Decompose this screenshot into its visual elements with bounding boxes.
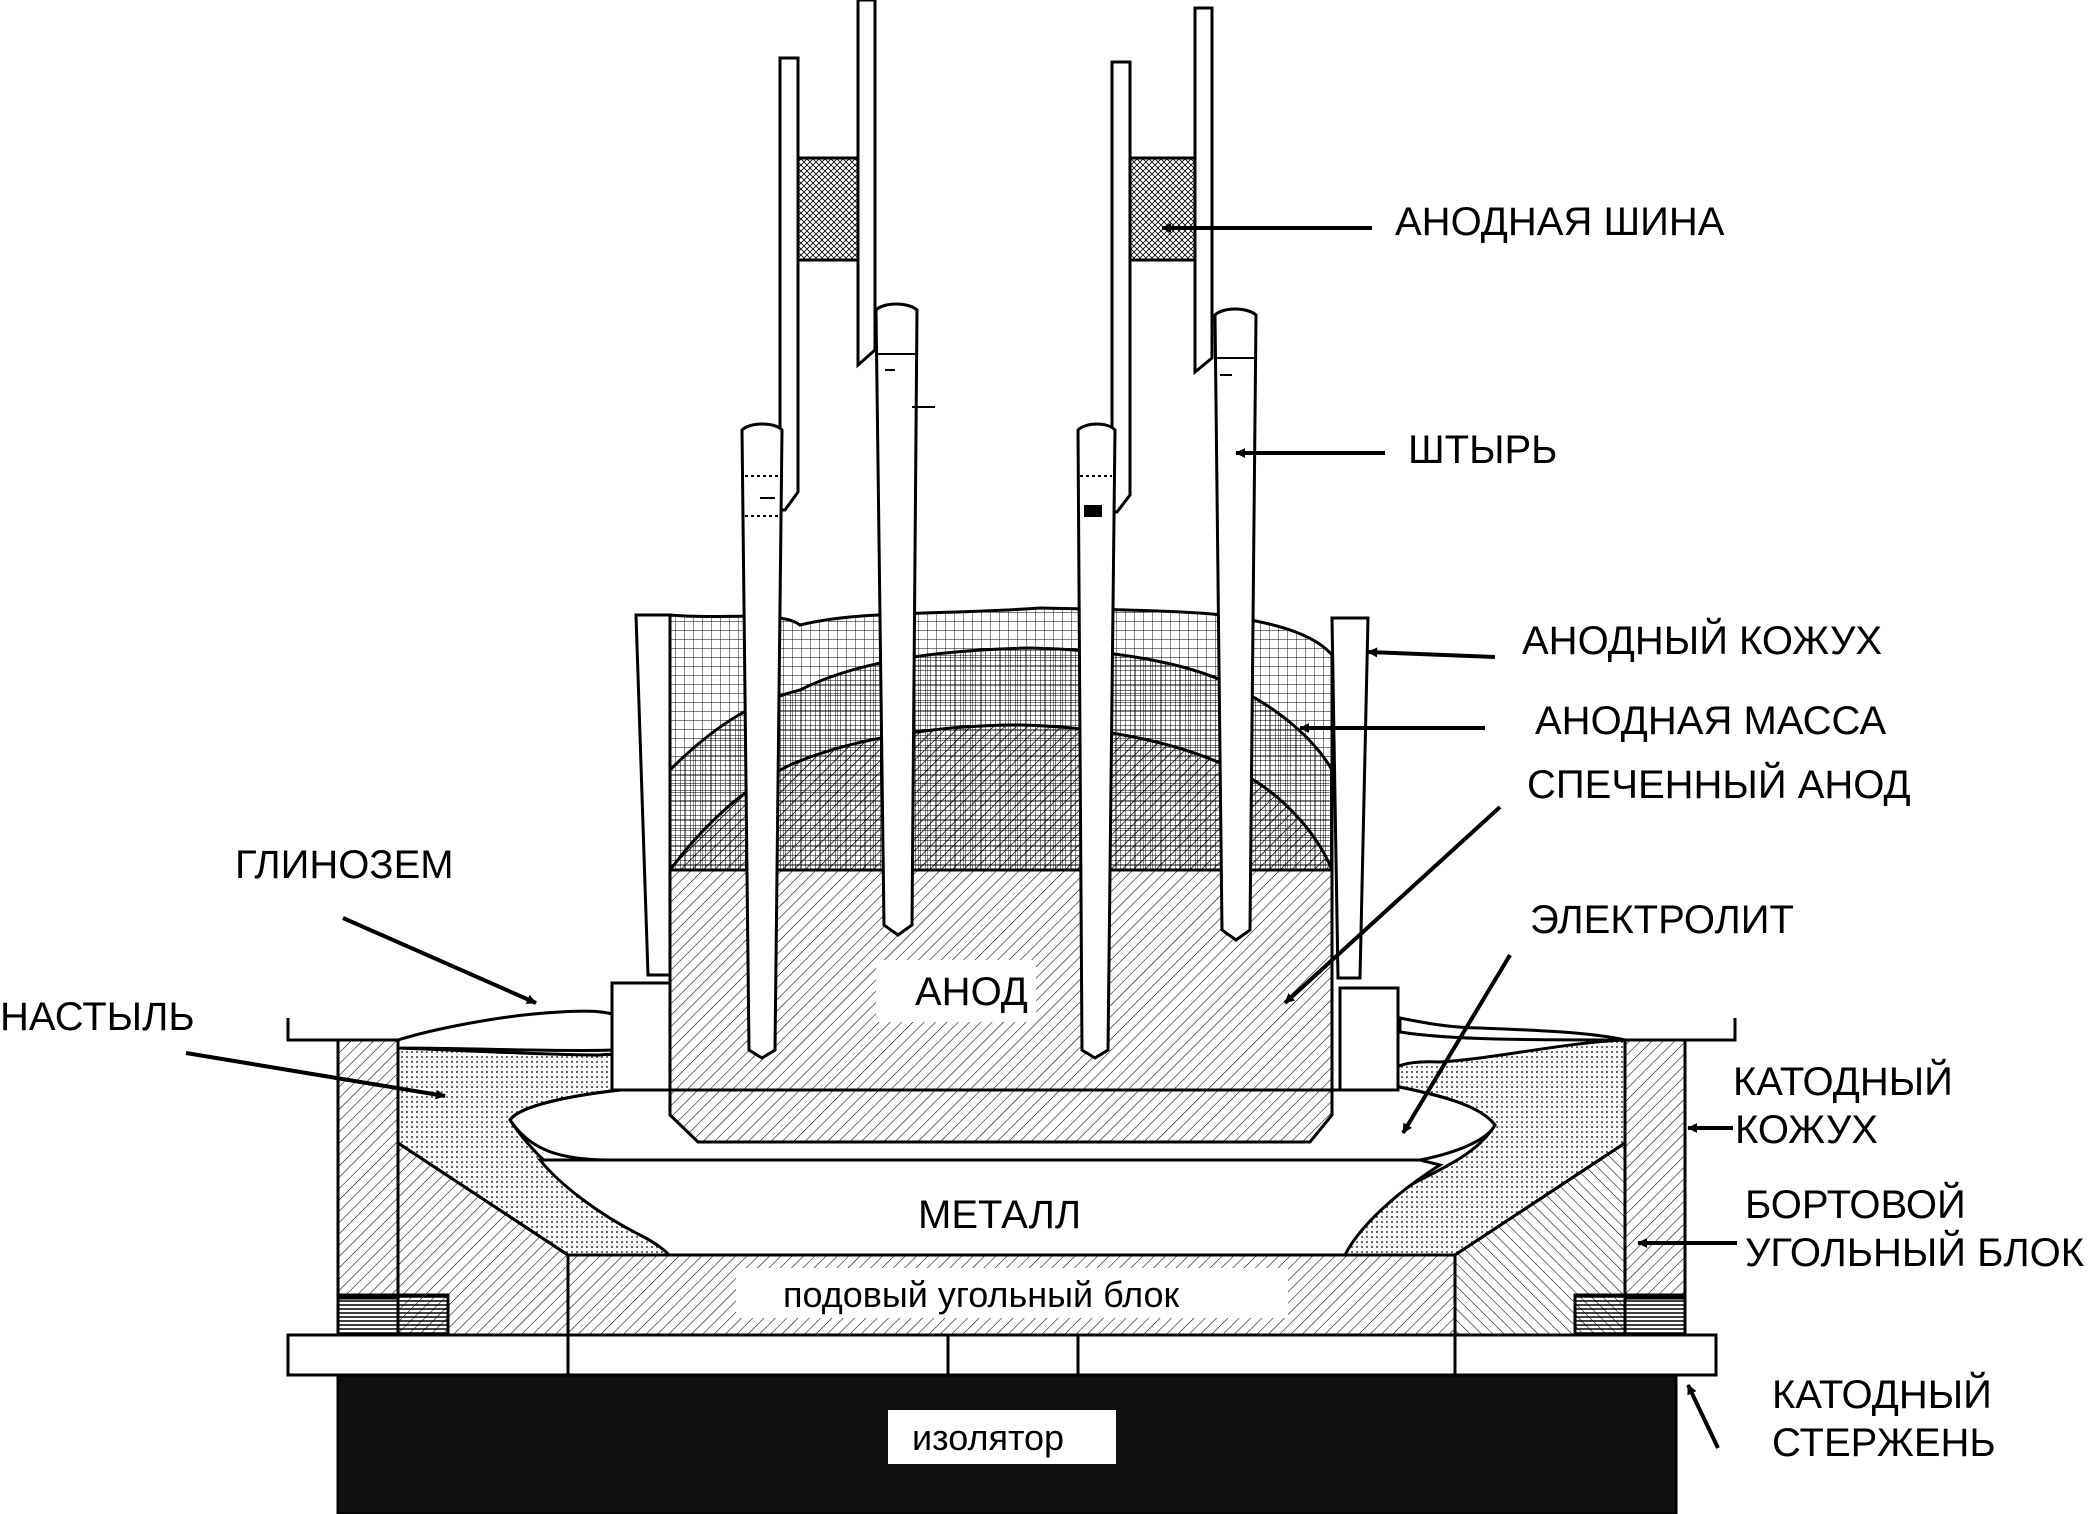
label-anode-paste: АНОДНАЯ МАССА [1535,699,1886,743]
label-cathode-bar-2: СТЕРЖЕНЬ [1772,1421,1996,1465]
label-anode-casing: АНОДНЫЙ КОЖУХ [1522,617,1882,663]
label-cathode-casing-1: КАТОДНЫЙ [1733,1058,1953,1104]
label-alumina: ГЛИНОЗЕМ [235,843,454,887]
label-side-block-2: УГОЛЬНЫЙ БЛОК [1745,1229,2085,1275]
label-electrolyte: ЭЛЕКТРОЛИТ [1530,898,1794,942]
label-anode: АНОД [915,970,1028,1014]
cell-structure [286,0,1737,1514]
anode-label-box [876,960,1036,1022]
pin-2 [874,302,919,937]
anode-casing-wall-left [634,613,672,977]
label-baked-anode: СПЕЧЕННЫЙ АНОД [1527,761,1911,807]
cathode-bar-end-left [336,1293,450,1337]
arrow-baked-anode [1283,805,1502,1005]
anode-casing-wall-right [1330,616,1370,980]
leader-arrows [185,223,1737,1449]
alumina-right [1398,1016,1626,1042]
cathode-bar-end-right [1573,1293,1687,1337]
anode-casing-step-right [1338,986,1400,1092]
cathode-casing-left [286,1018,340,1330]
alumina-left [396,1009,614,1053]
pin-4 [1213,307,1258,942]
anode-bus-left-2 [856,0,877,369]
label-cathode-bar-1: КАТОДНЫЙ [1772,1371,1992,1417]
anode-casing-step-left [610,981,672,1092]
label-anode-bus: АНОДНАЯ ШИНА [1395,200,1725,244]
anode-bus-clamp-left [796,156,860,262]
label-crust: НАСТЫЛЬ [0,995,195,1039]
metal-label-box [880,1185,1120,1243]
arrow-alumina [342,916,537,1005]
label-metal: МЕТАЛЛ [918,1193,1081,1237]
arrow-electrolyte [1401,953,1512,1135]
bottom-block-label-box [736,1268,1288,1318]
cathode-collector-plate [286,1333,1718,1377]
pin-1 [740,422,784,1060]
arrow-cathode-bar [1686,1384,1720,1449]
side-carbon-block-right [1623,1038,1687,1300]
arrow-crust [185,1051,446,1100]
cathode-casing-right [1683,1018,1737,1330]
baked-anode-upper [670,725,1332,870]
label-side-block-1: БОРТОВОЙ [1745,1181,1966,1227]
arrow-anode-casing [1367,647,1496,659]
insulator-label-box [888,1410,1116,1464]
label-cathode-casing-2: КОЖУХ [1735,1108,1878,1152]
label-insulator: изолятор [912,1417,1064,1458]
pin-3 [1076,422,1117,1060]
label-bottom-block: подовый угольный блок [783,1274,1179,1315]
anode-bus-right-2 [1193,6,1214,376]
anode-bus-clamp-right [1128,156,1197,262]
label-pin: ШТЫРЬ [1408,428,1557,472]
